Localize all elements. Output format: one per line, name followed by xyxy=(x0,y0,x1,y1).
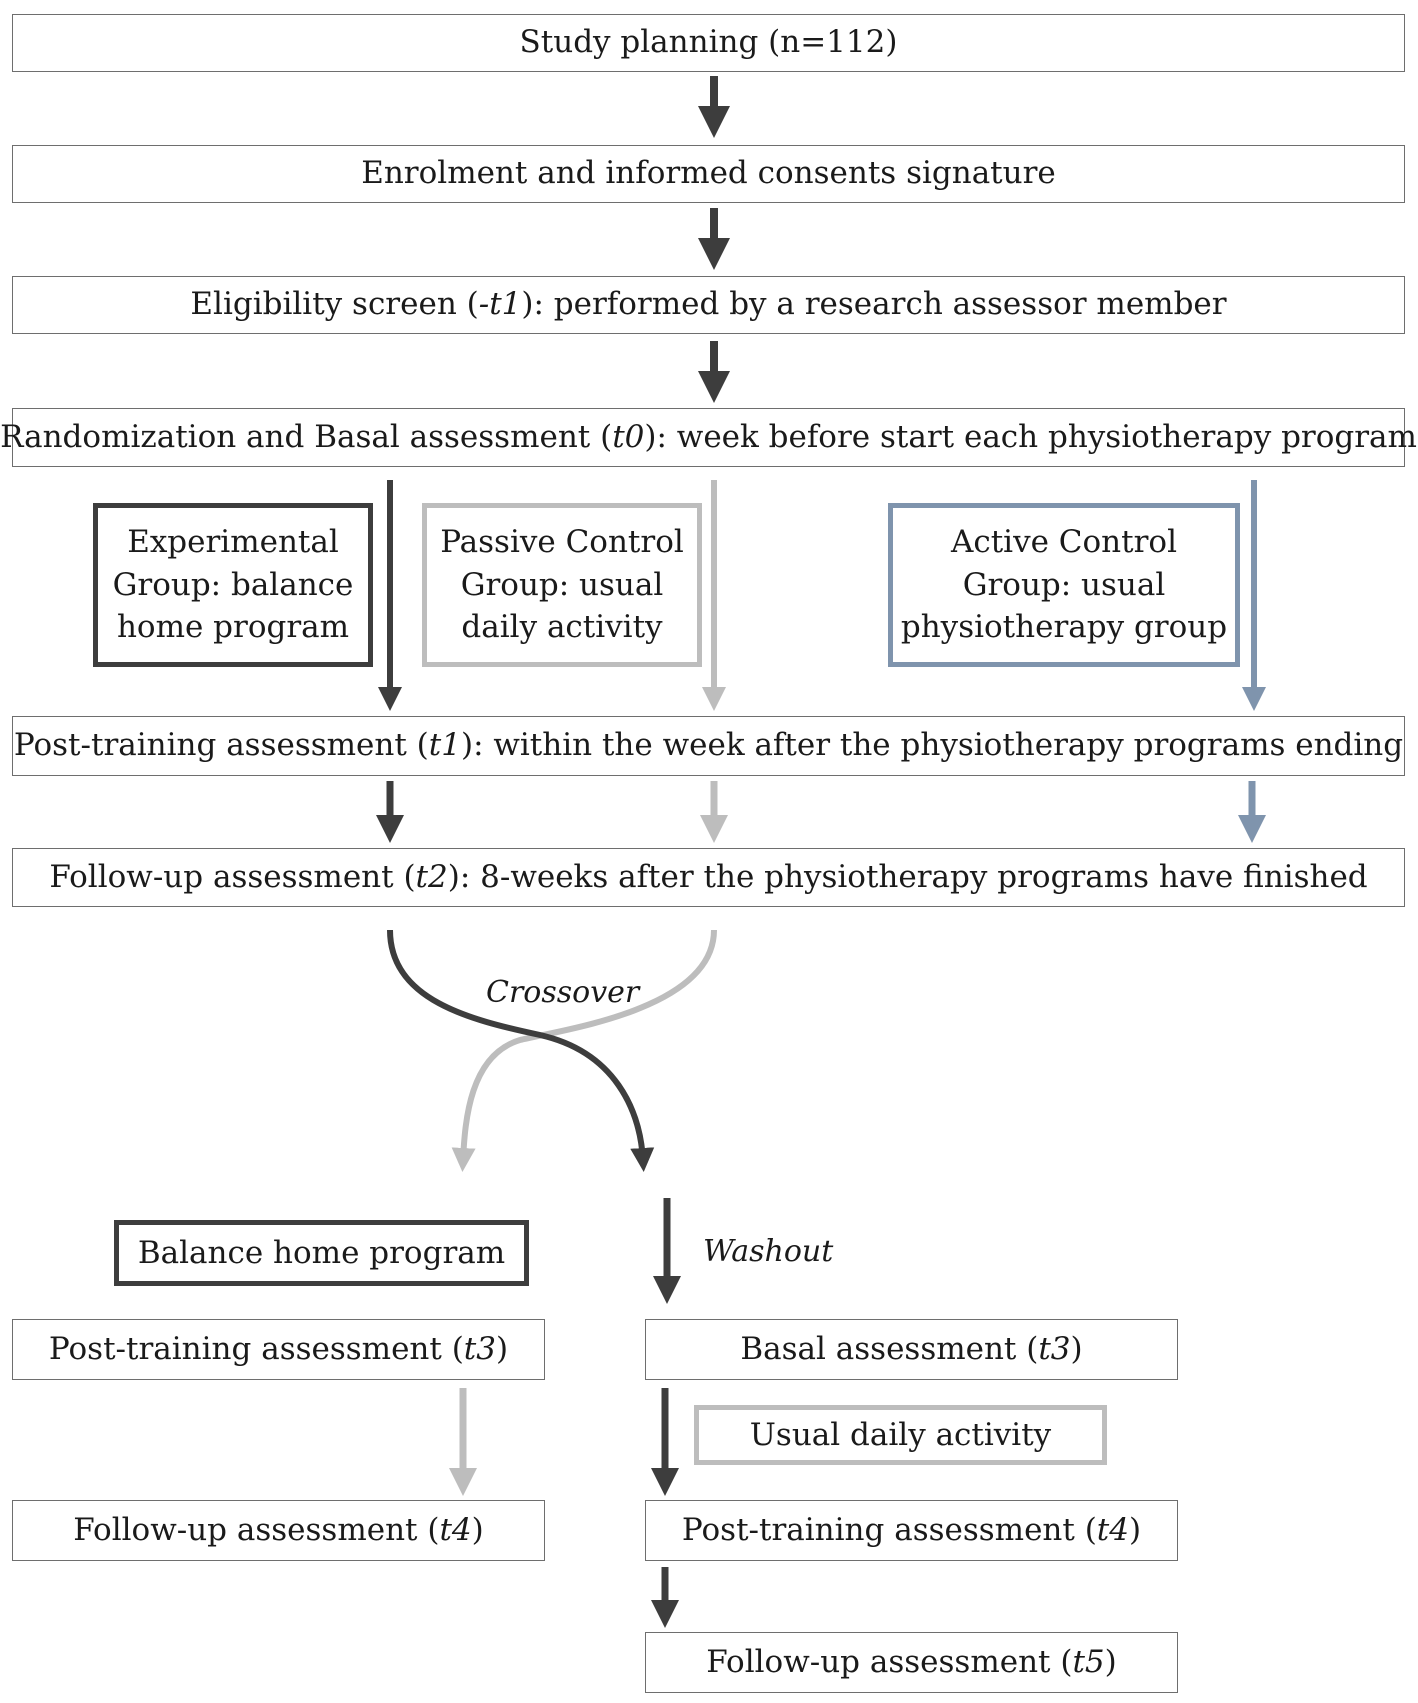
right-follow-up-t5-text: Follow-up assessment (t5) xyxy=(706,1643,1117,1680)
balance-home-program-box: Balance home program xyxy=(114,1220,529,1286)
left-follow-up-t4-box: Follow-up assessment (t4) xyxy=(12,1500,545,1561)
crossover-light-curve xyxy=(451,929,717,1172)
study-planning-box: Study planning (n=112) xyxy=(12,14,1405,72)
experimental-group-text: Experimental Group: balance home program xyxy=(112,523,354,646)
study-planning-text: Study planning (n=112) xyxy=(519,24,898,61)
passive-control-group-box: Passive Control Group: usual daily activ… xyxy=(422,503,702,667)
randomization-box: Randomization and Basal assessment (t0):… xyxy=(0,408,1417,467)
left-post-training-t3-text: Post-training assessment (t3) xyxy=(48,1330,509,1367)
right-basal-t3-text: Basal assessment (t3) xyxy=(740,1330,1083,1367)
right-basal-t3-box: Basal assessment (t3) xyxy=(645,1319,1178,1380)
usual-daily-activity-box: Usual daily activity xyxy=(694,1405,1107,1465)
post-training-t1-box: Post-training assessment (t1): within th… xyxy=(12,716,1405,776)
experimental-group-box: Experimental Group: balance home program xyxy=(93,503,373,667)
follow-up-t2-box: Follow-up assessment (t2): 8-weeks after… xyxy=(12,848,1405,907)
usual-daily-activity-text: Usual daily activity xyxy=(749,1416,1052,1453)
follow-up-t2-text: Follow-up assessment (t2): 8-weeks after… xyxy=(49,858,1368,895)
post-training-t1-text: Post-training assessment (t1): within th… xyxy=(13,727,1404,764)
washout-label: Washout xyxy=(703,1234,834,1269)
active-control-group-box: Active Control Group: usual physiotherap… xyxy=(888,503,1240,667)
enrolment-box: Enrolment and informed consents signatur… xyxy=(12,145,1405,203)
balance-home-program-text: Balance home program xyxy=(137,1234,506,1271)
passive-control-group-text: Passive Control Group: usual daily activ… xyxy=(440,523,684,646)
active-control-group-text: Active Control Group: usual physiotherap… xyxy=(900,523,1228,646)
right-follow-up-t5-box: Follow-up assessment (t5) xyxy=(645,1632,1178,1693)
right-post-training-t4-box: Post-training assessment (t4) xyxy=(645,1500,1178,1561)
enrolment-text: Enrolment and informed consents signatur… xyxy=(361,155,1056,192)
eligibility-text: Eligibility screen (-t1): performed by a… xyxy=(190,286,1227,323)
eligibility-box: Eligibility screen (-t1): performed by a… xyxy=(12,276,1405,334)
crossover-dark-curve xyxy=(387,929,655,1172)
left-follow-up-t4-text: Follow-up assessment (t4) xyxy=(73,1511,484,1548)
right-post-training-t4-text: Post-training assessment (t4) xyxy=(681,1511,1142,1548)
left-post-training-t3-box: Post-training assessment (t3) xyxy=(12,1319,545,1380)
randomization-text: Randomization and Basal assessment (t0):… xyxy=(0,418,1417,455)
crossover-label: Crossover xyxy=(486,975,640,1010)
